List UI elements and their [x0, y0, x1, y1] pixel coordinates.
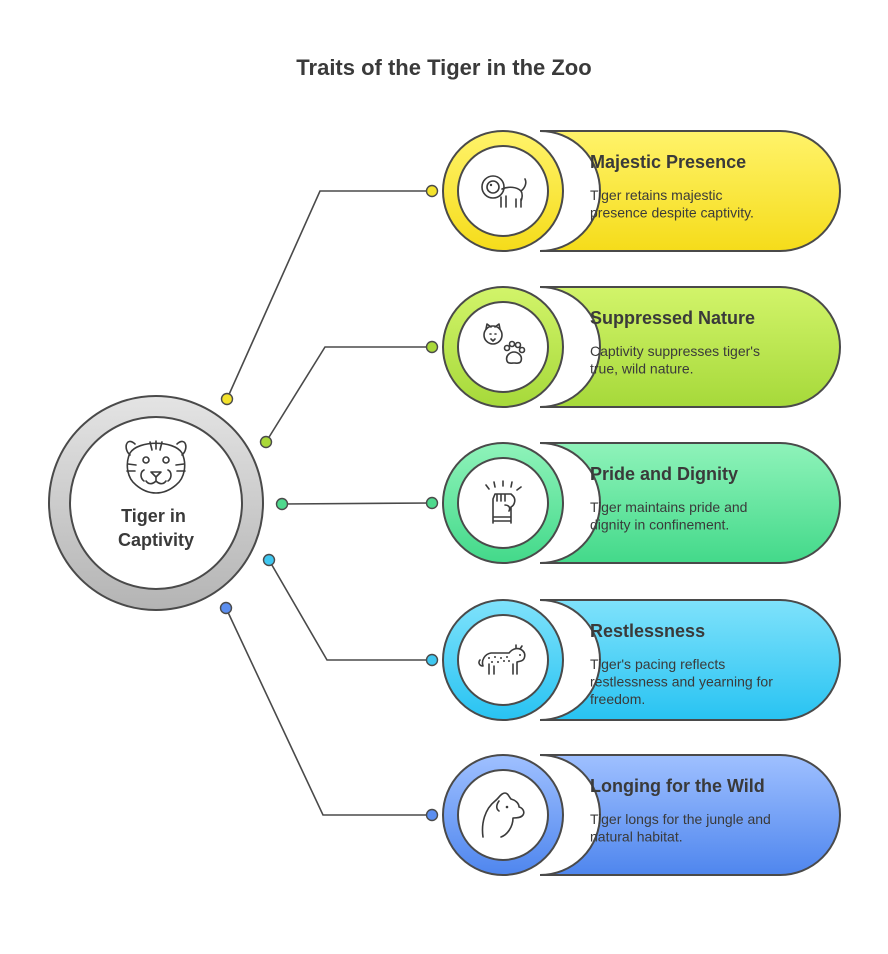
- trait-description: Tiger retains majestic presence despite c…: [590, 187, 754, 221]
- tiger-face-icon: [125, 440, 187, 494]
- hub-label-line-2: Captivity: [118, 530, 194, 550]
- trait-title: Suppressed Nature: [590, 308, 755, 328]
- trait-description-line: dignity in confinement.: [590, 517, 729, 533]
- trait-description-line: true, wild nature.: [590, 361, 694, 377]
- connector-end-dot: [425, 184, 439, 198]
- animal-head-icon: [481, 792, 525, 838]
- trait-pill: [539, 599, 841, 721]
- trait-icon-circle: [457, 301, 549, 393]
- trait-pill: [539, 442, 841, 564]
- trait-description-line: freedom.: [590, 691, 645, 707]
- connector-start-dot: [262, 553, 276, 567]
- trait-description-line: Tiger's pacing reflects: [590, 656, 725, 672]
- hub-node: Tiger in Captivity: [48, 395, 264, 611]
- trait-icon-circle: [457, 614, 549, 706]
- connector-end-dot: [425, 340, 439, 354]
- pacing-cat-icon: [478, 644, 526, 675]
- connector-line: [268, 559, 432, 661]
- trait-description-line: Captivity suppresses tiger's: [590, 343, 760, 359]
- connector: [220, 184, 439, 406]
- trait-title: Majestic Presence: [590, 152, 746, 172]
- trait-icon-circle: [457, 769, 549, 861]
- hub-inner-circle: [69, 416, 243, 590]
- raised-fist-icon: [485, 480, 522, 524]
- connector-line: [265, 346, 432, 443]
- tiger-paw-icon: [483, 323, 526, 364]
- connector-end-dot: [425, 808, 439, 822]
- trait-description: Tiger maintains pride and dignity in conf…: [590, 499, 747, 533]
- connector-line: [225, 607, 432, 816]
- lion-icon: [481, 175, 527, 208]
- trait-description-line: presence despite captivity.: [590, 205, 754, 221]
- trait-description-line: Tiger maintains pride and: [590, 499, 747, 515]
- trait-pill: [539, 754, 841, 876]
- trait-description-line: Tiger retains majestic: [590, 187, 723, 203]
- diagram-title: Traits of the Tiger in the Zoo: [296, 55, 591, 80]
- trait-description-line: Tiger longs for the jungle and: [590, 811, 771, 827]
- trait-description: Captivity suppresses tiger's true, wild n…: [590, 343, 760, 377]
- connector: [259, 340, 439, 449]
- connector-end-dot: [425, 496, 439, 510]
- trait-icon-circle: [457, 457, 549, 549]
- connector: [219, 601, 439, 822]
- connector-start-dot: [259, 435, 273, 449]
- connector-start-dot: [219, 601, 233, 615]
- trait-pill: [539, 286, 841, 408]
- trait-title: Longing for the Wild: [590, 776, 765, 796]
- hub-label-line-1: Tiger in: [121, 506, 186, 526]
- connector-line: [281, 502, 433, 505]
- connector-end-dot: [425, 653, 439, 667]
- trait-description: Tiger longs for the jungle and natural ha…: [590, 811, 771, 845]
- trait-pill: [539, 130, 841, 252]
- trait-description-line: natural habitat.: [590, 829, 683, 845]
- trait-description: Tiger's pacing reflects restlessness and …: [590, 656, 773, 707]
- connector-start-dot: [220, 392, 234, 406]
- trait-description-line: restlessness and yearning for: [590, 674, 773, 690]
- connector: [262, 553, 439, 667]
- connectors: [219, 184, 439, 822]
- trait-title: Restlessness: [590, 621, 705, 641]
- trait-title: Pride and Dignity: [590, 464, 738, 484]
- connector-start-dot: [275, 497, 289, 511]
- connector-line: [226, 190, 432, 400]
- hub-label: Tiger in Captivity: [118, 506, 194, 550]
- connector: [275, 496, 439, 511]
